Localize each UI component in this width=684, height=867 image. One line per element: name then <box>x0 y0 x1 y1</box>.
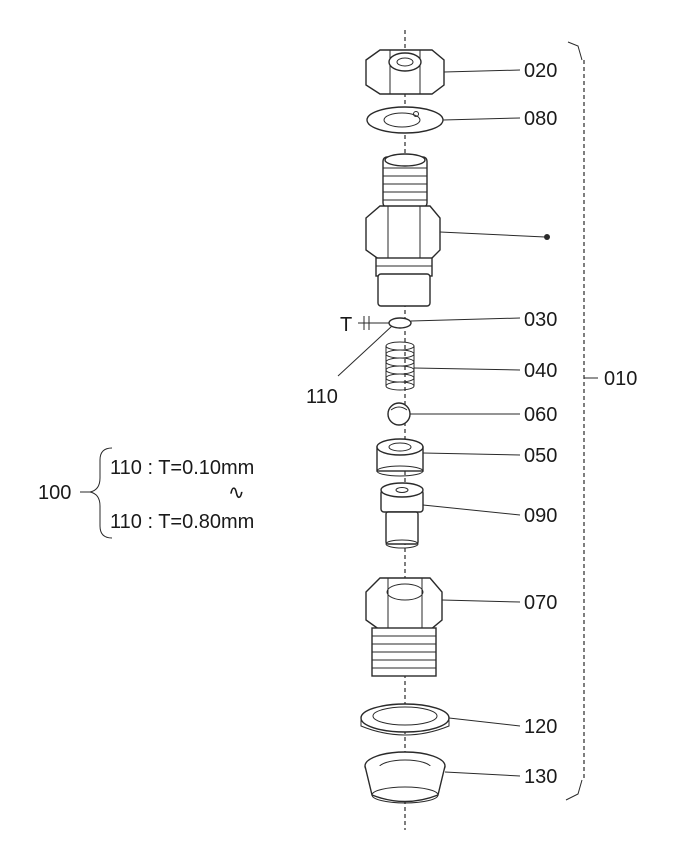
label-090: 090 <box>524 505 557 527</box>
part-holder-body <box>365 153 441 307</box>
label-050: 050 <box>524 445 557 467</box>
label-020: 020 <box>524 60 557 82</box>
leader-lines <box>337 69 550 777</box>
label-010: 010 <box>604 368 637 390</box>
part-120-ring <box>360 703 450 736</box>
label-060: 060 <box>524 404 557 426</box>
part-080-washer <box>366 106 444 134</box>
part-060-ball <box>387 402 411 426</box>
label-110: 110 <box>306 386 338 408</box>
label-030: 030 <box>524 309 557 331</box>
shim-range-max: 110 : T=0.80mm <box>110 511 254 533</box>
assembly-bracket-010 <box>565 41 598 801</box>
part-030-shim <box>388 317 412 329</box>
label-080: 080 <box>524 108 557 130</box>
label-120: 120 <box>524 716 557 738</box>
label-070: 070 <box>524 592 557 614</box>
part-040-spring <box>385 341 415 391</box>
part-020-hex-nut <box>365 49 445 95</box>
part-050-seat <box>376 438 424 477</box>
part-130-cap <box>364 751 446 804</box>
range-brace-100 <box>80 447 113 539</box>
label-thickness-t: T <box>340 314 352 336</box>
shim-range-min: 110 : T=0.10mm <box>110 457 254 479</box>
part-090-nozzle <box>380 482 424 549</box>
part-070-retaining-nut <box>365 577 443 677</box>
label-100: 100 <box>38 482 71 504</box>
label-130: 130 <box>524 766 557 788</box>
label-040: 040 <box>524 360 557 382</box>
shim-range-separator: ∿ <box>228 482 245 504</box>
